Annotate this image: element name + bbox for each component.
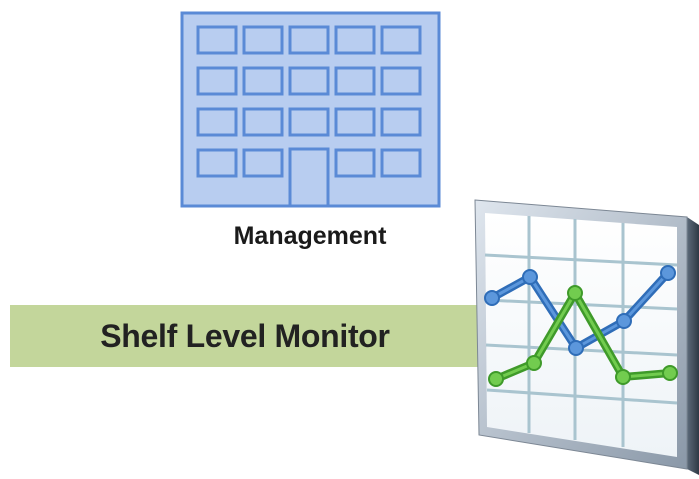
building-icon [180, 11, 441, 208]
monitor-label: Shelf Level Monitor [100, 317, 390, 354]
line-chart-icon [474, 199, 699, 475]
monitor-banner [10, 305, 488, 367]
management-label: Management [233, 222, 387, 250]
